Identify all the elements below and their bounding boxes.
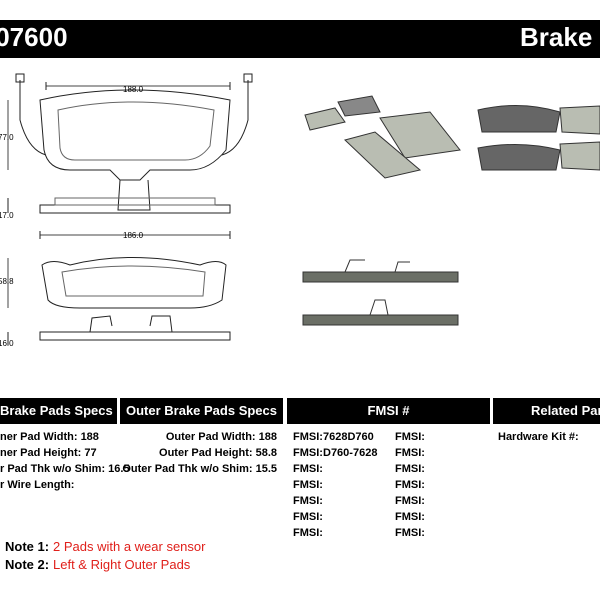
inner-specs-header: Brake Pads Specs — [0, 398, 117, 424]
fmsi-label: FMSI: — [293, 463, 323, 475]
inner-spec-line: ner Pad Height: 77 — [0, 447, 97, 459]
hardware-kit-label: Hardware Kit #: — [498, 431, 579, 443]
note-1-label: Note 1: — [5, 539, 50, 554]
fmsi-label: FMSI: — [293, 479, 323, 491]
note-1-text: 2 Pads with a wear sensor — [53, 539, 206, 554]
fmsi-label: FMSI: — [293, 527, 323, 539]
header-bar: .07600 Brake P — [0, 20, 600, 58]
pad-photo-top — [477, 105, 600, 171]
fmsi-header: FMSI # — [287, 398, 490, 424]
dim-top-height: 77.0 — [0, 133, 14, 142]
related-header: Related Par — [493, 398, 600, 424]
pad-photo-angled — [304, 95, 461, 179]
outer-spec-line: Outer Pad Height: 58.8 — [159, 447, 277, 459]
outer-spec-line: Outer Pad Thk w/o Shim: 15.5 — [122, 463, 277, 475]
note-2-text: Left & Right Outer Pads — [53, 557, 191, 572]
dim-bottom-thickness: 16.0 — [0, 339, 14, 348]
inner-pad-front-view — [7, 73, 253, 211]
fmsi-label: FMSI: — [395, 479, 425, 491]
fmsi-label: FMSI: — [395, 527, 425, 539]
note-2-label: Note 2: — [5, 557, 50, 572]
dim-bottom-height: 58.8 — [0, 277, 14, 286]
pad-drawing: 188.0 77.0 17.0 186.0 58.8 16.0 — [0, 73, 600, 348]
pad-photo-side — [302, 259, 459, 326]
fmsi-label: FMSI: — [395, 447, 425, 459]
fmsi-value: D760-7628 — [323, 447, 378, 459]
outer-specs-header: Outer Brake Pads Specs — [120, 398, 283, 424]
fmsi-label: FMSI: — [395, 463, 425, 475]
dim-top-thickness: 17.0 — [0, 211, 14, 220]
fmsi-value: 7628D760 — [323, 431, 374, 443]
outer-pad-front-view — [7, 231, 231, 309]
fmsi-label: FMSI: — [293, 447, 323, 459]
fmsi-label: FMSI: — [395, 495, 425, 507]
page-title: Brake P — [520, 22, 600, 52]
inner-pad-side-view — [7, 197, 231, 214]
fmsi-label: FMSI: — [395, 431, 425, 443]
inner-spec-line: r Pad Thk w/o Shim: 16.5 — [0, 463, 130, 475]
inner-spec-line: r Wire Length: — [0, 479, 75, 491]
fmsi-label: FMSI: — [395, 511, 425, 523]
fmsi-label: FMSI: — [293, 431, 323, 443]
outer-pad-side-view — [7, 315, 231, 345]
fmsi-label: FMSI: — [293, 511, 323, 523]
part-number: .07600 — [0, 22, 68, 52]
inner-spec-line: ner Pad Width: 188 — [0, 431, 99, 443]
dim-bottom-width: 186.0 — [123, 231, 144, 240]
outer-spec-line: Outer Pad Width: 188 — [165, 431, 277, 443]
fmsi-label: FMSI: — [293, 495, 323, 507]
dim-top-width: 188.0 — [123, 85, 144, 94]
